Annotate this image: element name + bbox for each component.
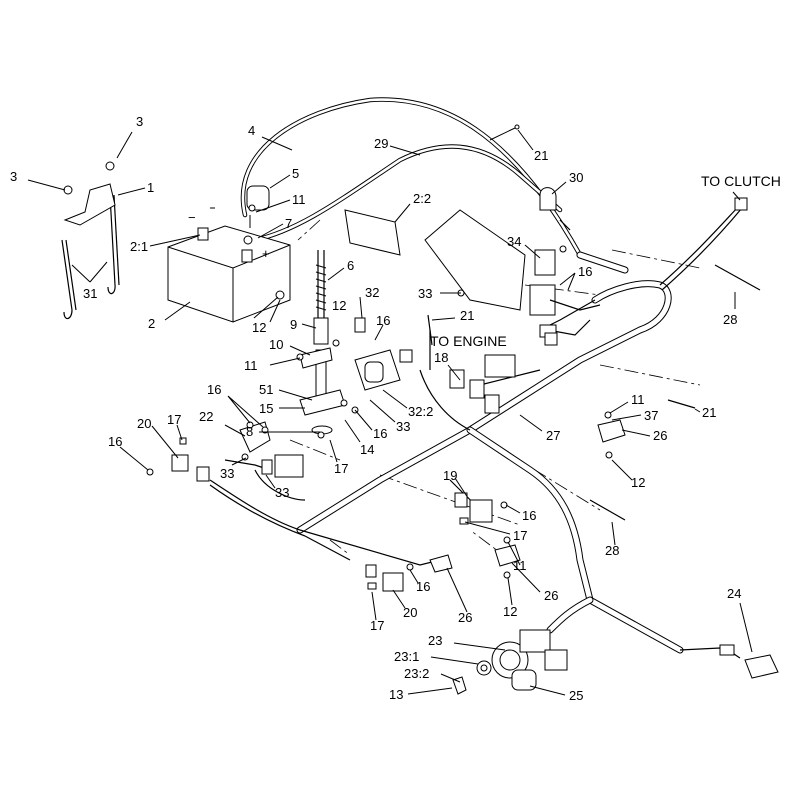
callout-17d: 17 [370, 618, 384, 633]
callout-33c: 33 [220, 466, 234, 481]
callout-23-1: 23:1 [394, 649, 419, 664]
callout-16f: 16 [522, 508, 536, 523]
diagram-artwork [27, 97, 779, 696]
battery-plus-sign: + [262, 246, 270, 261]
callout-28a: 28 [723, 312, 737, 327]
callout-28b: 28 [605, 543, 619, 558]
callout-15: 15 [259, 401, 273, 416]
callout-22: 22 [199, 409, 213, 424]
callout-2-1: 2:1 [130, 239, 148, 254]
callout-16a: 16 [578, 264, 592, 279]
callout-7: 7 [285, 216, 292, 231]
callout-27: 27 [546, 428, 560, 443]
callout-19: 19 [443, 468, 457, 483]
callout-20a: 20 [137, 416, 151, 431]
callout-26c: 26 [458, 610, 472, 625]
callout-8: 8 [246, 424, 253, 439]
callout-11b: 11 [244, 358, 258, 373]
callout-4: 4 [248, 123, 255, 138]
callout-21a: 21 [534, 148, 548, 163]
callout-12c: 12 [631, 475, 645, 490]
callout-21b: 21 [460, 308, 474, 323]
callout-18: 18 [434, 350, 448, 365]
callout-11a: 11 [292, 192, 306, 207]
callout-29: 29 [374, 136, 388, 151]
callout-16b: 16 [376, 313, 390, 328]
callout-labels: 3 3 1 31 4 5 11 7 2:1 2 12 6 2:2 29 21 3… [10, 114, 781, 703]
callout-10: 10 [269, 337, 283, 352]
battery-minus-sign: − [188, 210, 196, 225]
callout-26b: 26 [544, 588, 558, 603]
callout-6: 6 [347, 258, 354, 273]
callout-24: 24 [727, 586, 741, 601]
callout-23: 23 [428, 633, 442, 648]
callout-31: 31 [83, 286, 97, 301]
callout-33d: 33 [275, 485, 289, 500]
callout-17b: 17 [167, 412, 181, 427]
callout-16e: 16 [108, 434, 122, 449]
to-clutch-label: TO CLUTCH [701, 173, 781, 189]
callout-12a: 12 [252, 320, 266, 335]
callout-37: 37 [644, 408, 658, 423]
callout-16d: 16 [373, 426, 387, 441]
callout-25: 25 [569, 688, 583, 703]
callout-12d: 12 [503, 604, 517, 619]
callout-32-2: 32:2 [408, 404, 433, 419]
callout-33a: 33 [418, 286, 432, 301]
callout-16g: 16 [416, 579, 430, 594]
callout-5: 5 [292, 166, 299, 181]
callout-17a: 17 [334, 461, 348, 476]
callout-51: 51 [259, 382, 273, 397]
callout-17c: 17 [513, 528, 527, 543]
callout-16c: 16 [207, 382, 221, 397]
callout-20b: 20 [403, 605, 417, 620]
callout-11c: 11 [631, 392, 645, 407]
callout-26a: 26 [653, 428, 667, 443]
callout-3a: 3 [136, 114, 143, 129]
callout-11d: 11 [513, 558, 527, 573]
callout-34: 34 [507, 234, 521, 249]
callout-1: 1 [147, 180, 154, 195]
callout-2: 2 [148, 316, 155, 331]
to-engine-label: TO ENGINE [430, 333, 507, 349]
callout-30: 30 [569, 170, 583, 185]
callout-12b: 12 [332, 298, 346, 313]
callout-21c: 21 [702, 405, 716, 420]
callout-3b: 3 [10, 169, 17, 184]
callout-32: 32 [365, 285, 379, 300]
callout-23-2: 23:2 [404, 666, 429, 681]
callout-14: 14 [360, 442, 374, 457]
callout-33b: 33 [396, 419, 410, 434]
callout-13: 13 [389, 687, 403, 702]
callout-2-2: 2:2 [413, 191, 431, 206]
callout-9: 9 [290, 317, 297, 332]
